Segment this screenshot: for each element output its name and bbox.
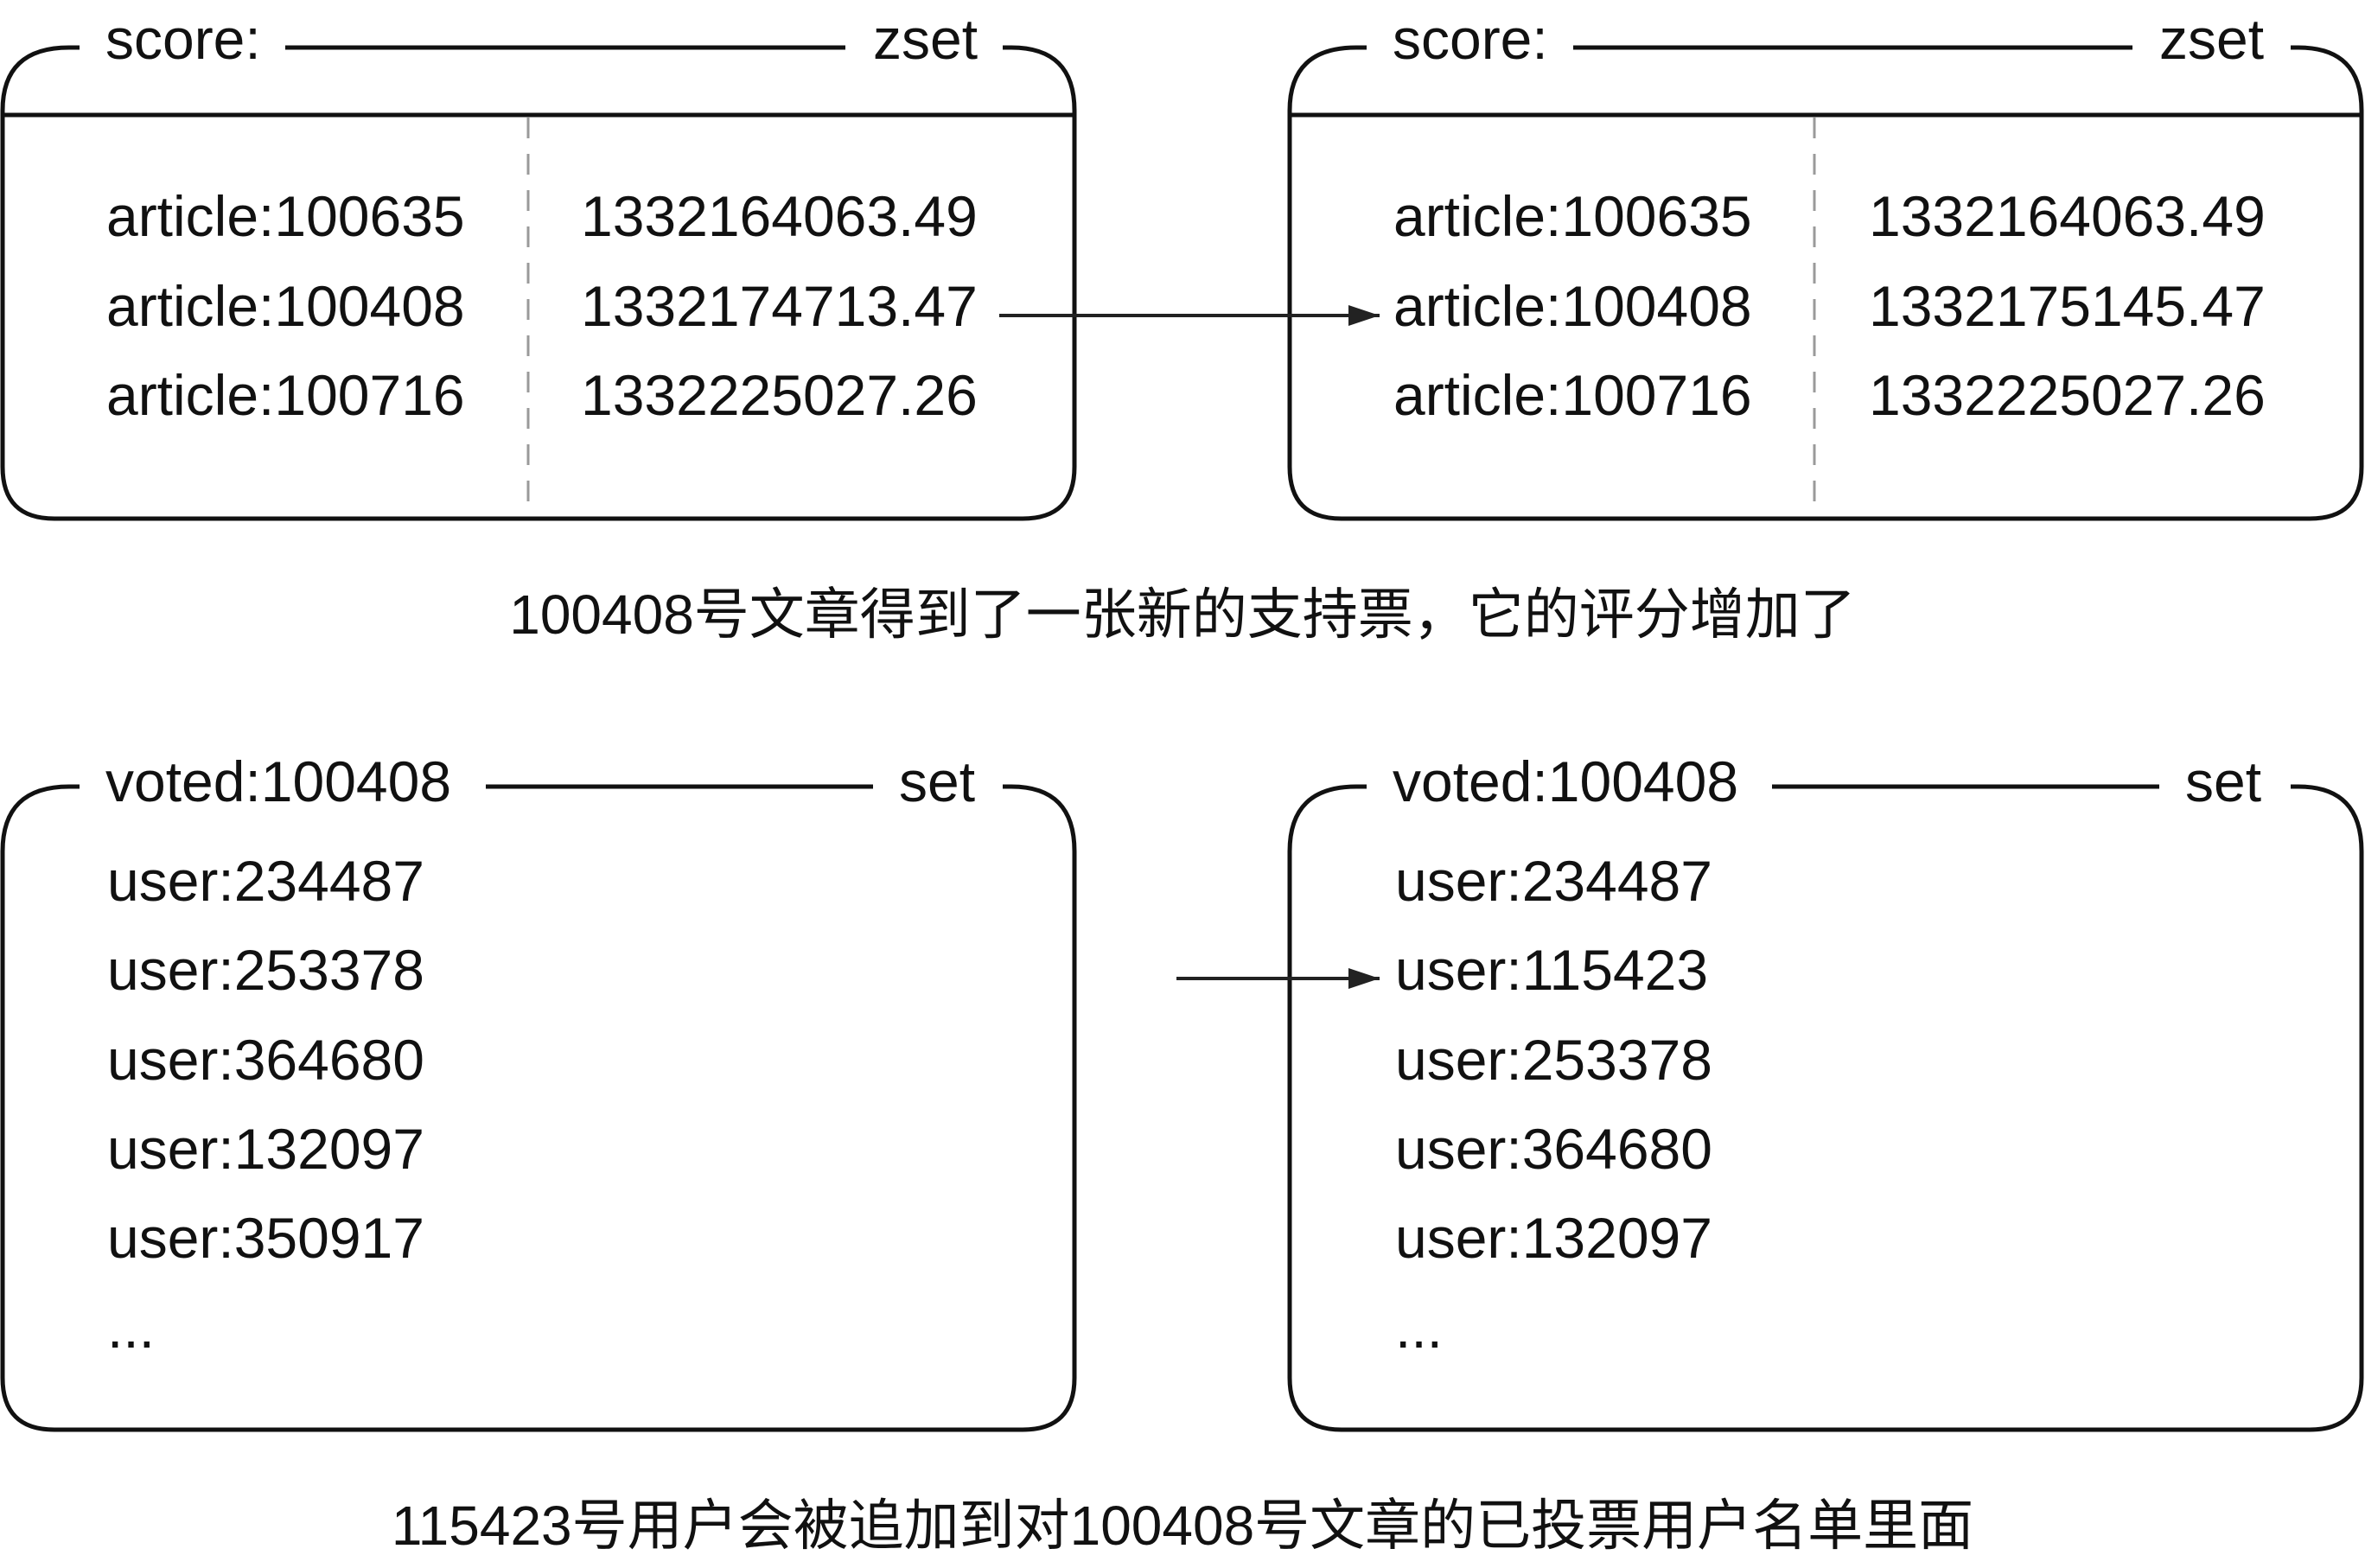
set-after-ellipsis: ... (1395, 1296, 1444, 1360)
zset-after-type-label: zset (2159, 7, 2265, 71)
set-box-before (0, 784, 1077, 1432)
zset-after-key-label: score: (1393, 7, 1548, 71)
set-after-member: user:253378 (1395, 1028, 1712, 1092)
set-before-member: user:234487 (107, 849, 424, 913)
zset-before-key-label: score: (105, 7, 261, 71)
score-cell: 1332175145.47 (1869, 274, 2266, 338)
set-after-member: user:234487 (1395, 849, 1712, 913)
zset-box-after (1287, 45, 2364, 521)
set-after-member-added: user:115423 (1395, 938, 1709, 1002)
member-cell: article:100408 (1393, 274, 1752, 338)
set-after-member: user:364680 (1395, 1117, 1712, 1181)
set-after-key-label: voted:100408 (1393, 749, 1739, 813)
set-before-member: user:253378 (107, 938, 424, 1002)
member-cell: article:100716 (106, 363, 465, 427)
member-cell: article:100635 (1393, 184, 1752, 248)
zset-before-type-label: zset (873, 7, 979, 71)
score-cell: 1332174713.47 (581, 274, 978, 338)
set-after-type-label: set (2185, 749, 2262, 813)
set-after-member: user:132097 (1395, 1206, 1712, 1270)
score-cell: 1332225027.26 (581, 363, 978, 427)
zset-box-before (0, 45, 1077, 521)
member-cell: article:100408 (106, 274, 465, 338)
score-cell: 1332164063.49 (1869, 184, 2266, 248)
set-before-type-label: set (899, 749, 976, 813)
set-before-member: user:350917 (107, 1206, 424, 1270)
set-before-key-label: voted:100408 (105, 749, 452, 813)
set-before-member: user:132097 (107, 1117, 424, 1181)
set-box-after (1287, 784, 2364, 1432)
score-cell: 1332164063.49 (581, 184, 978, 248)
set-before-member: user:364680 (107, 1028, 424, 1092)
member-cell: article:100635 (106, 184, 465, 248)
score-cell: 1332225027.26 (1869, 363, 2266, 427)
caption-voter-added: 115423号用户会被追加到对100408号文章的已投票用户名单里面 (391, 1495, 1974, 1557)
caption-score-increase: 100408号文章得到了一张新的支持票，它的评分增加了 (509, 583, 1856, 646)
set-before-ellipsis: ... (107, 1296, 156, 1360)
member-cell: article:100716 (1393, 363, 1752, 427)
